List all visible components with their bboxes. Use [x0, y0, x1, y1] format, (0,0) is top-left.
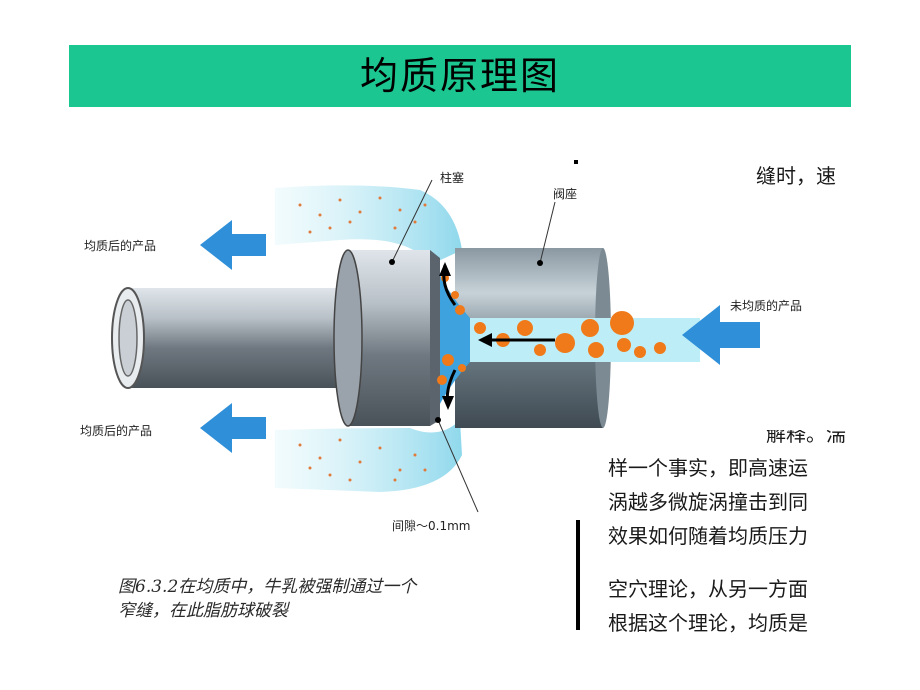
- arrow-in-icon: [682, 305, 760, 365]
- figure-caption: 图6.3.2在均质中，牛乳被强制通过一个 窄缝，在此脂肪球破裂: [118, 575, 568, 623]
- label-plunger: 柱塞: [440, 170, 464, 185]
- arrow-out-bottom-icon: [200, 403, 266, 453]
- divider-bar: [576, 520, 580, 630]
- label-product-in: 未均质的产品: [730, 298, 802, 313]
- arrow-out-top-icon: [200, 220, 266, 270]
- label-product-out-bottom: 均质后的产品: [80, 423, 152, 438]
- plunger-shaft: [128, 288, 348, 388]
- caption-line2: 窄缝，在此脂肪球破裂: [118, 601, 288, 621]
- page-title: 均质原理图: [359, 54, 560, 98]
- flow-plume-top: [275, 185, 462, 265]
- bullet-dot: [574, 160, 578, 164]
- right-text-line6: 根据这个理论，均质是: [608, 611, 808, 635]
- right-text-line1: 解释。湍: [766, 430, 846, 446]
- right-text-block: 解释。湍 样一个事实，即高速运 涡越多微旋涡撞击到同 效果如何随着均质压力 空穴…: [590, 430, 861, 640]
- label-valve-seat: 阀座: [553, 186, 577, 201]
- fat-speckles: [298, 196, 427, 482]
- right-text-top: 缝时，速: [756, 164, 836, 188]
- caption-line1: 图6.3.2在均质中，牛乳被强制通过一个: [118, 577, 417, 597]
- right-text-line3: 涡越多微旋涡撞击到同: [608, 490, 808, 514]
- right-text-line4: 效果如何随着均质压力: [608, 524, 808, 548]
- title-banner: 均质原理图: [69, 45, 851, 107]
- label-product-out-top: 均质后的产品: [84, 238, 156, 253]
- flow-plume-bottom: [275, 420, 462, 492]
- fat-globules: [437, 274, 666, 385]
- label-gap: 间隙～0.1mm: [392, 519, 470, 533]
- right-text-line5: 空穴理论，从另一方面: [608, 577, 808, 601]
- right-text-line2: 样一个事实，即高速运: [608, 456, 808, 480]
